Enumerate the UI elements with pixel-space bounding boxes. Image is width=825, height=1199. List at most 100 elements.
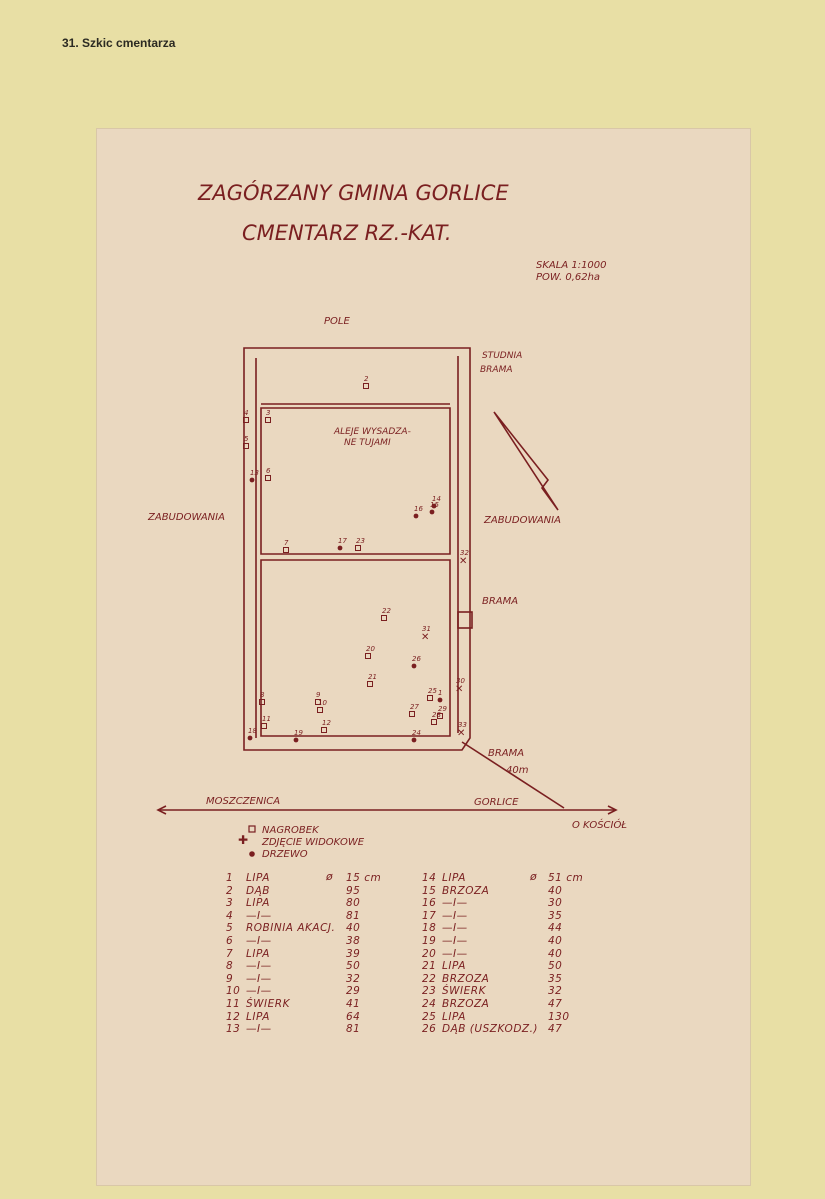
tree-species: —I— <box>246 935 272 947</box>
legend-nagrobek-label: NAGROBEK <box>262 825 320 836</box>
tree-species: —I— <box>246 960 272 973</box>
map-title-line1: ZAGÓRZANY GMINA GORLICE <box>197 180 509 205</box>
tree-species: —I— <box>442 935 468 947</box>
label-zabudowania-right: ZABUDOWANIA <box>483 515 561 526</box>
label-aleje: ALEJE WYSADZA- <box>333 427 411 437</box>
map-marker-number: 21 <box>368 673 377 681</box>
tree-diameter: 40 <box>548 935 563 947</box>
map-marker-number: 10 <box>318 699 327 707</box>
gate-box <box>457 611 473 629</box>
north-arrow <box>493 411 559 511</box>
map-marker-sq <box>363 383 369 389</box>
tree-diameter: 95 <box>346 884 361 897</box>
tree-species: LIPA <box>442 1010 466 1023</box>
map-marker-number: 15 <box>430 501 439 509</box>
tree-number: 11 <box>226 998 241 1010</box>
map-marker-sq <box>259 699 265 705</box>
tree-species: LIPA <box>442 960 466 973</box>
tree-diameter: 29 <box>346 985 361 998</box>
map-marker-sq <box>265 417 271 423</box>
tree-species: LIPA <box>442 872 466 884</box>
map-marker-number: 23 <box>356 537 365 545</box>
tree-number: 16 <box>422 897 437 910</box>
map-marker-dot <box>247 735 253 741</box>
tree-species: —I— <box>442 909 468 922</box>
map-marker-number: 1 <box>438 689 442 697</box>
map-marker-x: ✕ <box>455 684 463 695</box>
tree-diameter: 30 <box>548 897 563 910</box>
tree-number: 7 <box>226 947 234 960</box>
map-marker-number: 17 <box>338 537 347 545</box>
tree-diameter: 38 <box>346 935 361 947</box>
tree-species: —I— <box>442 897 468 910</box>
label-pole: POLE <box>324 316 350 327</box>
map-marker-number: 8 <box>260 691 265 699</box>
cemetery-sketch-sheet: ZAGÓRZANY GMINA GORLICE CMENTARZ RZ.-KAT… <box>96 128 751 1186</box>
tree-diameter: 15 cm <box>346 872 382 884</box>
tree-species: ŚWIERK <box>442 985 486 998</box>
diameter-symbol-right: ø <box>529 870 537 883</box>
tree-diameter: 47 <box>548 998 563 1010</box>
map-marker-number: 3 <box>266 409 270 417</box>
map-marker-number: 12 <box>322 719 331 727</box>
map-marker-sq <box>315 699 321 705</box>
map-marker-number: 4 <box>244 409 248 417</box>
tree-species: BRZOZA <box>442 972 490 985</box>
tree-species: BRZOZA <box>442 998 490 1010</box>
map-marker-number: 33 <box>458 721 467 729</box>
tree-species: —I— <box>246 1023 272 1036</box>
tree-species: —I— <box>246 909 272 922</box>
label-distance: 40m <box>506 765 529 776</box>
map-marker-dot <box>437 697 443 703</box>
label-gorlice: GORLICE <box>474 797 519 808</box>
map-marker-number: 20 <box>366 645 375 653</box>
map-marker-sq <box>265 475 271 481</box>
tree-number: 9 <box>226 972 234 985</box>
tree-species: DĄB <box>246 884 270 897</box>
map-marker-dot <box>431 503 437 509</box>
tree-diameter: 40 <box>548 947 563 960</box>
map-marker-sq <box>243 443 249 449</box>
tree-diameter: 81 <box>346 909 361 922</box>
tree-diameter: 64 <box>346 1010 361 1023</box>
tree-number: 24 <box>422 998 437 1010</box>
map-marker-number: 29 <box>438 705 447 713</box>
map-marker-sq <box>317 707 323 713</box>
label-zabudowania-left: ZABUDOWANIA <box>147 512 225 523</box>
tree-number: 26 <box>422 1023 437 1036</box>
map-marker-sq <box>381 615 387 621</box>
map-marker-number: 30 <box>456 677 465 685</box>
tree-diameter: 51 cm <box>548 872 584 884</box>
map-marker-number: 28 <box>432 711 441 719</box>
tree-number: 12 <box>226 1010 241 1023</box>
tree-diameter: 81 <box>346 1023 361 1036</box>
map-marker-dot <box>411 663 417 669</box>
tree-diameter: 80 <box>346 897 361 910</box>
legend-nagrobek-icon <box>248 825 256 833</box>
map-marker-sq <box>437 713 443 719</box>
map-marker-sq <box>365 653 371 659</box>
tree-number: 2 <box>226 884 234 897</box>
tree-diameter: 39 <box>346 947 361 960</box>
map-marker-sq <box>283 547 289 553</box>
map-marker-number: 2 <box>364 375 369 383</box>
tree-number: 6 <box>226 935 234 947</box>
map-marker-number: 19 <box>294 729 303 737</box>
map-marker-number: 26 <box>412 655 421 663</box>
map-marker-number: 6 <box>266 467 271 475</box>
tree-number: 18 <box>422 922 437 935</box>
map-marker-number: 9 <box>316 691 321 699</box>
map-marker-sq <box>261 723 267 729</box>
tree-diameter: 41 <box>346 998 361 1010</box>
map-marker-dot <box>413 513 419 519</box>
map-marker-sq <box>409 711 415 717</box>
map-marker-x: ✕ <box>459 556 467 567</box>
tree-diameter: 35 <box>548 909 563 922</box>
map-marker-number: 13 <box>250 469 259 477</box>
label-moszczenica: MOSZCZENICA <box>206 796 280 807</box>
map-marker-dot <box>337 545 343 551</box>
tree-species: —I— <box>246 985 272 998</box>
tree-diameter: 32 <box>346 972 361 985</box>
map-marker-number: 11 <box>262 715 271 723</box>
